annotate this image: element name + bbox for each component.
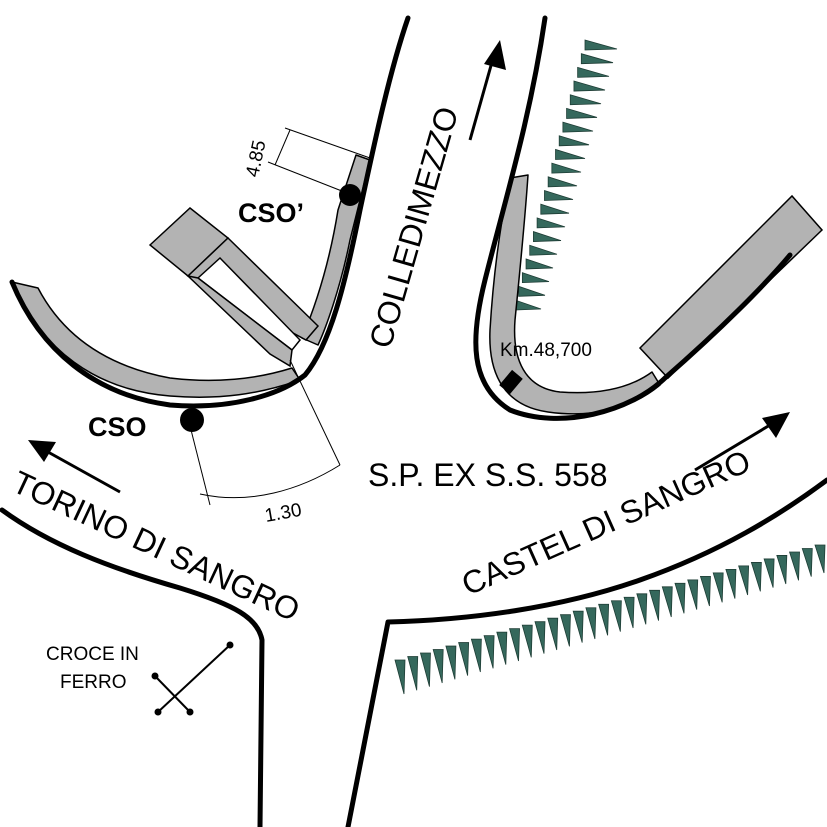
label-torino-di-sangro: TORINO DI SANGRO [7,464,305,629]
hedge-spike [521,272,550,284]
hedge-spike [598,603,610,636]
hedge-spike [585,607,597,640]
hedge-spike [776,555,788,585]
dimension-4-85 [267,127,371,196]
hedge-spike [540,203,570,215]
hedge-spike [551,162,582,174]
hedge-spike [525,258,554,270]
hedge-spike [555,148,586,160]
iron-cross-icon [151,641,234,716]
curb-torino-di-sangro [0,507,265,827]
label-dimension-1-30: 1.30 [263,500,303,527]
hedge-spike [419,652,431,687]
hedge-spike [610,600,622,632]
hedge-spike [559,614,571,647]
hedge-spike [533,231,562,242]
hedge-spike [725,568,737,599]
hedge-spike [801,548,813,577]
hedge-spike [394,659,406,695]
km-marker-post [499,369,523,395]
hedge-spike [738,565,750,596]
hedge-spike [674,582,686,614]
hedge-spike [534,621,546,654]
hedge-spike [687,579,699,610]
hedge-spike [558,135,590,147]
hedge-spike [649,589,660,621]
hedge-spike [569,94,602,106]
plate-east-diagonal [638,194,824,380]
hedge-spike [623,596,635,629]
hedge-spike [547,617,559,651]
hedge-spike [814,544,826,574]
hedge-spike [458,642,470,676]
dimension-1-30 [187,359,341,506]
hedge-spike [509,628,520,662]
point-cso-prime-marker [339,184,361,206]
hedge-spike [432,649,444,684]
hedge-spike [529,244,558,256]
hedge-spike [661,586,673,618]
hedge-spike [496,631,508,665]
label-cso: CSO [88,412,147,442]
hedge-spike [562,121,594,133]
hedge-spike [544,189,574,201]
label-km-marker: Km.48,700 [500,340,592,361]
hedge-east-vertical [514,39,618,311]
hedge-spike [572,610,584,643]
hedge-spike [712,572,724,603]
hedge-spike [514,299,542,311]
hedge-spike [547,176,578,188]
hedge-spike [584,39,618,51]
hedge-spike [483,635,495,669]
label-dimension-4-85: 4.85 [242,138,270,179]
curb-castel-di-sangro [345,477,827,827]
hedge-spike [470,638,482,673]
arrow-colledimezzo [468,40,506,141]
curb-east-corner [473,15,793,421]
hedge-spike [763,558,775,588]
curb-west-corner [9,15,411,409]
arrow-castel [694,412,790,472]
point-cso-marker [180,408,204,432]
hedge-spike [750,562,762,592]
hedge-spike [521,624,533,658]
hedge-spike [566,107,598,119]
label-croce-in: CROCE IN [46,644,139,665]
arrow-torino [28,440,121,494]
hedge-spike [636,593,648,625]
hedge-south-east [394,544,826,695]
hedge-spike [518,285,546,297]
hedge-spike [580,53,614,65]
hedge-spike [407,656,419,691]
sidewalk-west-corner [11,281,301,398]
hedge-spike [577,66,610,78]
hedge-spike [536,217,566,229]
label-main-road: S.P. EX S.S. 558 [368,457,608,493]
hedge-spike [573,80,606,92]
hedge-spike [788,551,800,581]
parking-bay [148,207,320,368]
hedge-spike [699,575,711,607]
label-ferro: FERRO [60,672,127,693]
hedge-spike [445,645,457,680]
label-cso-prime: CSO’ [238,198,304,228]
